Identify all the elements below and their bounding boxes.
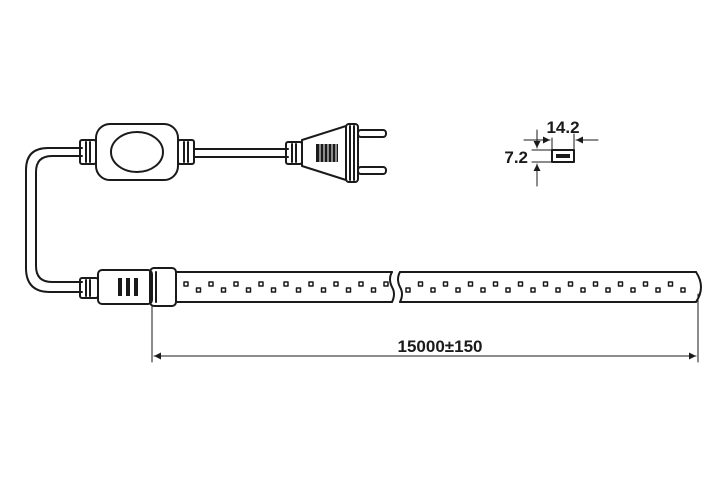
led-chip: [358, 281, 364, 287]
led-chip: [333, 281, 339, 287]
led-chip: [245, 287, 252, 293]
controller-button-icon: [110, 131, 164, 173]
led-chip: [455, 287, 461, 293]
led-chip: [308, 281, 314, 287]
led-chip: [442, 281, 449, 287]
led-chip: [505, 287, 511, 293]
led-chip: [580, 287, 586, 293]
led-chip: [345, 287, 352, 293]
led-chip: [220, 287, 227, 293]
led-chip: [480, 287, 486, 293]
led-chip: [517, 281, 524, 287]
power-cable: [25, 147, 83, 293]
length-dimension: [151, 293, 699, 363]
led-chip: [233, 281, 239, 287]
power-cable-inner: [35, 155, 83, 283]
led-chip: [492, 281, 499, 287]
plug-pin-top: [357, 129, 387, 138]
led-chip: [655, 287, 661, 293]
strip-connector: [79, 267, 177, 307]
led-chip: [370, 287, 377, 293]
led-chip: [605, 287, 611, 293]
led-chip: [667, 281, 674, 287]
led-chip: [642, 281, 649, 287]
led-chip: [467, 281, 474, 287]
led-chip: [530, 287, 536, 293]
led-chip: [195, 287, 202, 293]
height-dimension-label: 7.2: [504, 148, 528, 167]
width-dimension-label: 14.2: [546, 118, 579, 137]
controller-box: [79, 123, 195, 181]
euro-plug: [285, 123, 387, 183]
length-dimension-label: 15000±150: [398, 337, 483, 356]
led-chip: [430, 287, 436, 293]
cross-section: [523, 129, 599, 187]
led-chip: [183, 281, 189, 287]
led-chip: [405, 287, 411, 293]
led-chip: [383, 281, 389, 287]
led-chip: [295, 287, 302, 293]
led-chip: [630, 287, 636, 293]
plug-grip-icon: [316, 144, 338, 162]
led-chip: [555, 287, 561, 293]
led-chip: [270, 287, 277, 293]
led-chip: [208, 281, 214, 287]
led-chip: [542, 281, 549, 287]
led-chip: [567, 281, 574, 287]
led-chip: [320, 287, 327, 293]
led-chip: [417, 281, 424, 287]
led-chip: [680, 287, 686, 293]
led-chip: [283, 281, 289, 287]
led-chip: [617, 281, 624, 287]
led-chip: [258, 281, 264, 287]
led-strip: [175, 271, 702, 303]
plug-pin-bottom: [357, 166, 387, 175]
led-chip: [592, 281, 599, 287]
